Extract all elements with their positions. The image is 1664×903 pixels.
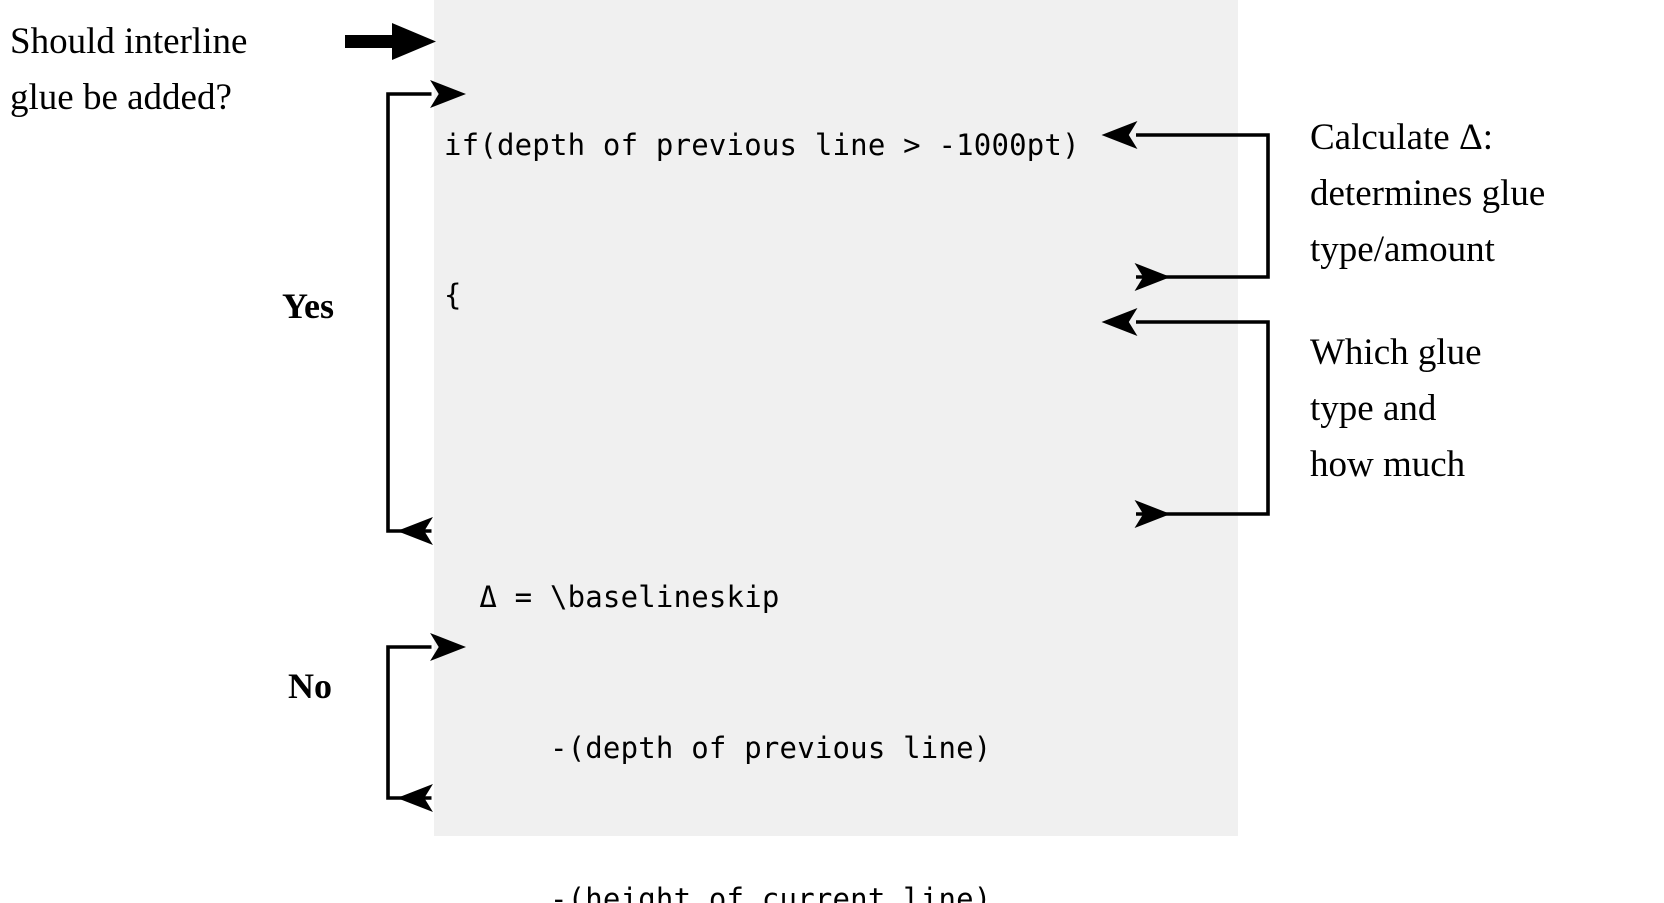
annotation-calculate-line-1: Calculate Δ: bbox=[1310, 117, 1494, 158]
code-listing: if(depth of previous line > -1000pt) { Δ… bbox=[444, 19, 1080, 903]
annotation-which-line-3: how much bbox=[1310, 444, 1466, 485]
branch-label-yes: Yes bbox=[282, 286, 334, 326]
question-line-2: glue be added? bbox=[10, 77, 232, 118]
question-line-1: Should interline bbox=[10, 21, 248, 62]
yes-bracket-icon bbox=[386, 79, 467, 546]
no-bracket-icon bbox=[386, 632, 467, 813]
question-label: Should interline glue be added? bbox=[10, 14, 330, 126]
annotation-calculate-line-3: type/amount bbox=[1310, 229, 1495, 270]
annotation-calculate-delta: Calculate Δ: determines glue type/amount bbox=[1310, 110, 1664, 278]
branch-label-no: No bbox=[288, 666, 332, 706]
code-line: -(height of current line) bbox=[444, 882, 992, 903]
annotation-calculate-line-2: determines glue bbox=[1310, 173, 1546, 214]
code-line: Δ = \baselineskip bbox=[444, 580, 780, 615]
code-line: { bbox=[444, 278, 462, 313]
code-line: -(depth of previous line) bbox=[444, 731, 992, 766]
annotation-which-line-1: Which glue bbox=[1310, 332, 1482, 373]
code-line: if(depth of previous line > -1000pt) bbox=[444, 127, 1080, 162]
code-line bbox=[444, 421, 1080, 471]
annotation-which-line-2: type and bbox=[1310, 388, 1437, 429]
entry-arrow-icon bbox=[345, 23, 436, 60]
code-panel: if(depth of previous line > -1000pt) { Δ… bbox=[434, 0, 1238, 903]
annotation-which-glue: Which glue type and how much bbox=[1310, 325, 1664, 493]
